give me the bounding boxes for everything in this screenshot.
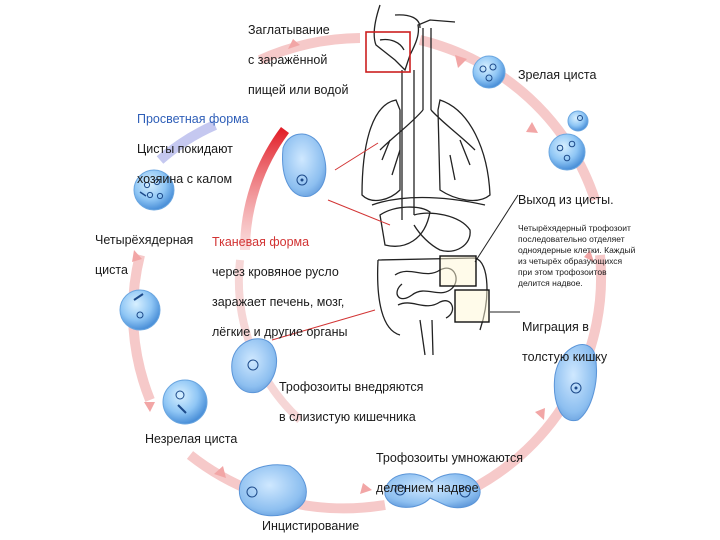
mouth-highlight-box — [365, 31, 411, 73]
cycle-arrows — [132, 39, 594, 494]
label-lumen-form-title: Просветная форма — [137, 112, 249, 126]
label-excystation-desc: Четырёхядерный трофозоит последовательно… — [518, 223, 636, 288]
label-lumen-form: Просветная форма Цисты покидают хозяина … — [137, 97, 249, 202]
invading-trophozoite-cell — [231, 338, 277, 394]
label-mature-cyst: Зрелая циста — [518, 68, 597, 82]
leader-lines — [271, 142, 520, 341]
label-ingestion-line1: Заглатывание — [248, 23, 330, 37]
label-trophozoites-invade: Трофозоиты внедряются в слизистую кишечн… — [279, 365, 423, 440]
lumen-arc — [156, 120, 218, 164]
label-four-nucleated-line2: циста — [95, 263, 128, 277]
label-migration-line1: Миграция в — [522, 320, 589, 334]
label-four-nucleated-line1: Четырёхядерная — [95, 233, 194, 247]
label-trophozoites-multiply-line2: делением надвое — [376, 481, 479, 495]
label-lumen-form-line2: хозяина с калом — [137, 172, 233, 186]
label-tissue-form-line3: лёгкие и другие органы — [212, 325, 348, 339]
label-excystation: Выход из цисты. Четырёхядерный трофозоит… — [518, 178, 635, 304]
label-tissue-form-line1: через кровяное русло — [212, 265, 339, 279]
label-excystation-title: Выход из цисты. — [518, 193, 614, 207]
cyst-cell-left — [119, 289, 161, 331]
label-tissue-form-title: Тканевая форма — [212, 235, 310, 249]
intestine-box-upper — [439, 255, 477, 287]
excystation-cells — [548, 110, 589, 171]
label-four-nucleated-cyst: Четырёхядерная циста — [95, 218, 193, 293]
label-tissue-form: Тканевая форма через кровяное русло зара… — [212, 220, 348, 355]
trophozoite-cell-right — [553, 344, 597, 422]
label-ingestion: Заглатывание с заражённой пищей или водо… — [248, 8, 348, 113]
immature-cyst-cell — [162, 379, 208, 425]
label-immature-cyst: Незрелая циста — [145, 432, 238, 446]
label-ingestion-line3: пищей или водой — [248, 83, 349, 97]
label-trophozoites-invade-line2: в слизистую кишечника — [279, 410, 416, 424]
dividing-trophozoite-cells — [384, 473, 481, 509]
tissue-trophozoite-cell — [282, 133, 327, 197]
label-tissue-form-line2: заражает печень, мозг, — [212, 295, 345, 309]
intestine-box-lower — [454, 289, 490, 323]
label-migration: Миграция в толстую кишку — [522, 305, 607, 380]
mature-cyst-cell — [472, 55, 506, 89]
encystation-cell — [238, 464, 307, 517]
four-nucleated-cyst-cell — [133, 169, 175, 211]
label-trophozoites-invade-line1: Трофозоиты внедряются — [279, 380, 424, 394]
label-migration-line2: толстую кишку — [522, 350, 608, 364]
label-trophozoites-multiply-line1: Трофозоиты умножаются — [376, 451, 524, 465]
tissue-arc — [240, 127, 290, 251]
label-encystation: Инцистирование — [262, 519, 360, 533]
label-trophozoites-multiply: Трофозоиты умножаются делением надвое — [376, 436, 523, 511]
label-ingestion-line2: с заражённой — [248, 53, 328, 67]
label-lumen-form-line1: Цисты покидают — [137, 142, 233, 156]
human-anatomy-illustration — [361, 4, 491, 356]
